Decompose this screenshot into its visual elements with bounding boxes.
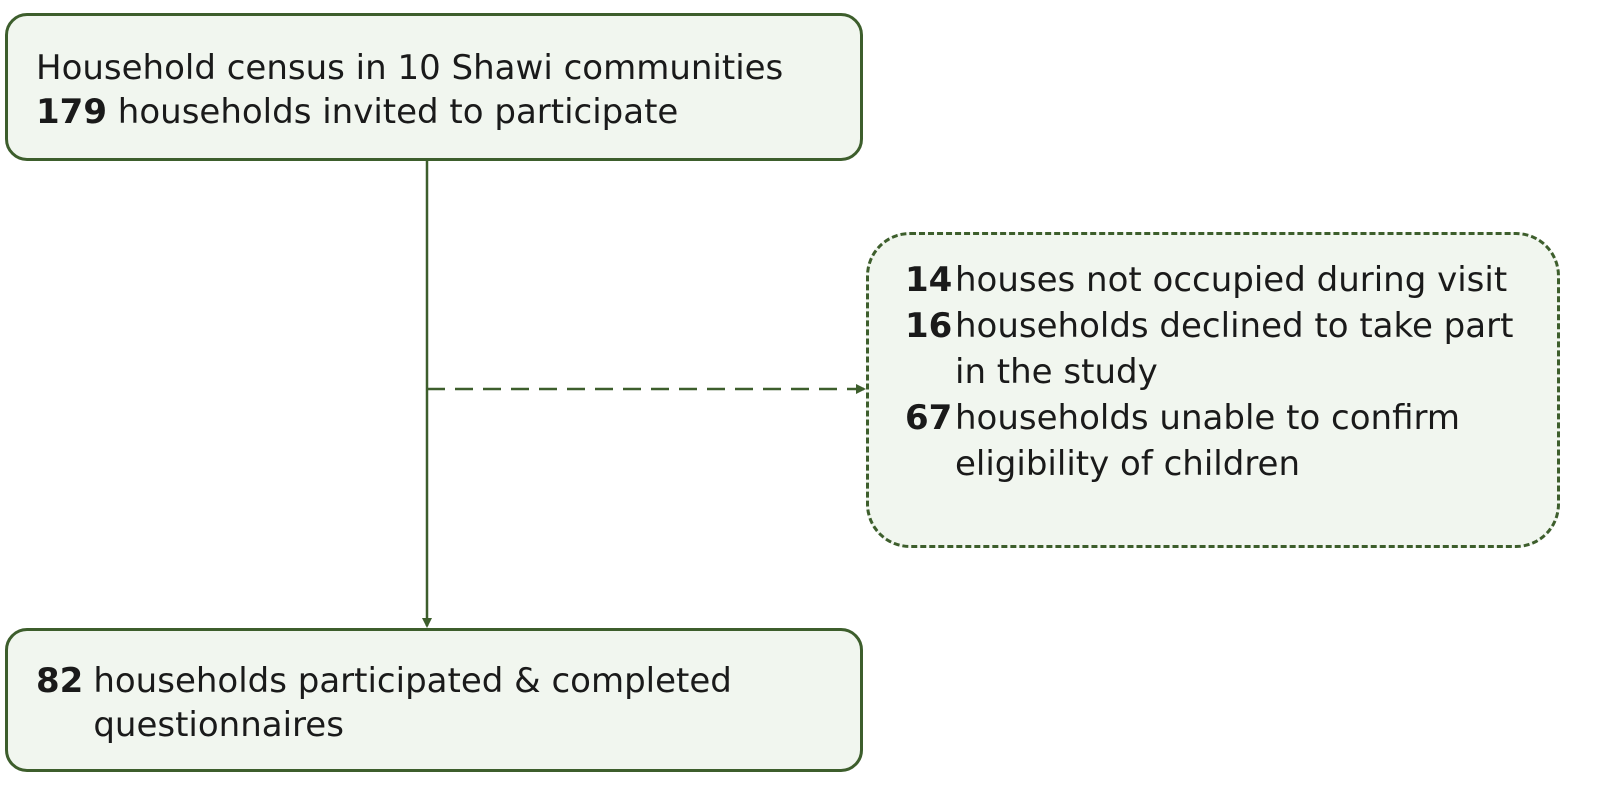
participated-count: 82 bbox=[36, 661, 84, 701]
participated-text: households participated & completed ques… bbox=[93, 661, 732, 745]
exclusion-text: households unable to confirm eligibility… bbox=[955, 398, 1461, 484]
exclusion-count: 14 bbox=[905, 260, 953, 300]
participated-box: 82 households participated & completed q… bbox=[5, 628, 863, 772]
invited-count: 179 bbox=[36, 92, 107, 132]
exclusion-count: 16 bbox=[905, 306, 953, 346]
participated-line: 82 households participated & completed q… bbox=[36, 659, 860, 747]
invited-text: households invited to participate bbox=[117, 92, 679, 132]
exclusion-count: 67 bbox=[905, 398, 953, 438]
exclusion-text: households declined to take part in the … bbox=[955, 306, 1514, 392]
exclusion-text: houses not occupied during visit bbox=[955, 260, 1508, 300]
invited-line: 179 households invited to participate bbox=[36, 90, 860, 134]
exclusions-box: 14 houses not occupied during visit 16 h… bbox=[866, 232, 1560, 548]
exclusion-item-unconfirmed: 67 households unable to confirm eligibil… bbox=[905, 395, 1557, 487]
census-box: Household census in 10 Shawi communities… bbox=[5, 13, 863, 161]
census-description: Household census in 10 Shawi communities bbox=[36, 48, 784, 88]
exclusion-item-not-occupied: 14 houses not occupied during visit bbox=[905, 257, 1557, 303]
exclusion-item-declined: 16 households declined to take part in t… bbox=[905, 303, 1557, 395]
